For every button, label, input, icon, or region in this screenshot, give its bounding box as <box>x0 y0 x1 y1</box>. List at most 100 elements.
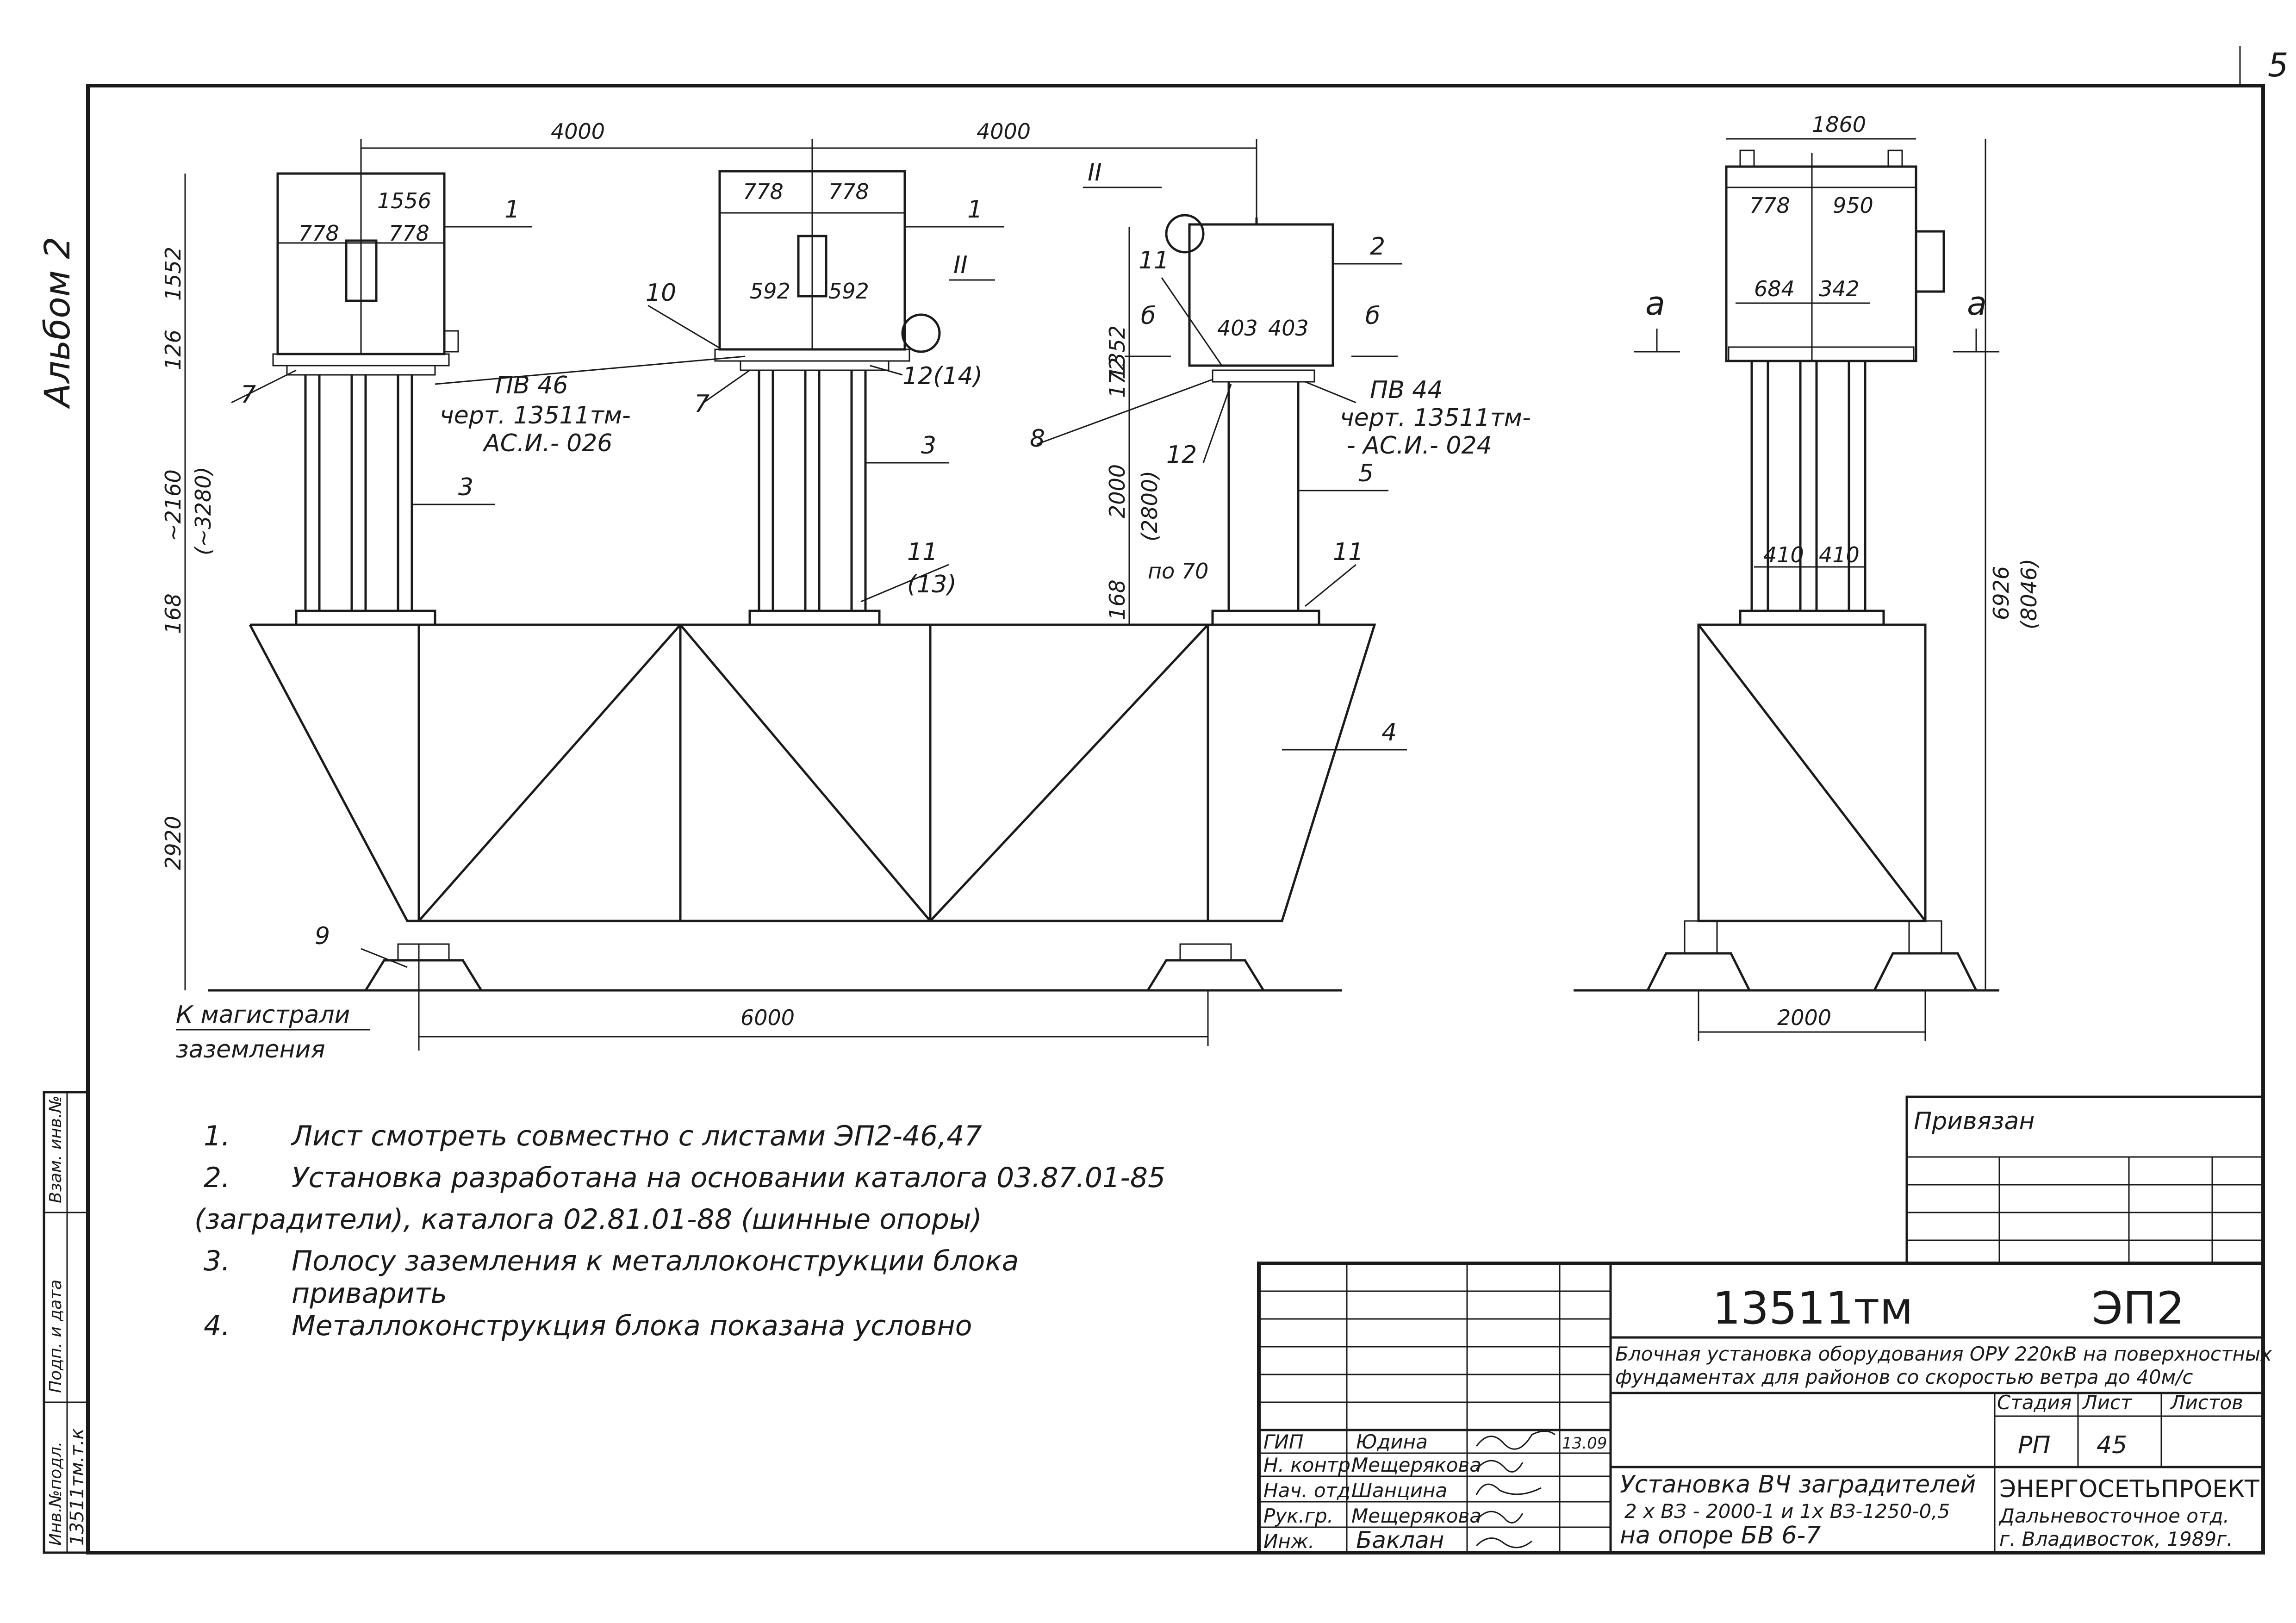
svg-text:4000: 4000 <box>551 119 605 144</box>
svg-text:Блочная установка оборудования: Блочная установка оборудования ОРУ 220кВ… <box>1615 1343 2272 1365</box>
svg-text:11: 11 <box>907 538 938 566</box>
svg-text:б: б <box>1141 302 1156 330</box>
svg-text:1.: 1. <box>204 1120 230 1152</box>
svg-text:403: 403 <box>1268 316 1309 341</box>
svg-text:черт. 13511тм-: черт. 13511тм- <box>440 402 631 429</box>
album-label: Альбом 2 <box>37 236 78 410</box>
support-truss <box>249 623 1376 922</box>
svg-text:778: 778 <box>1749 193 1790 218</box>
svg-text:а: а <box>1967 285 1987 323</box>
svg-text:6926: 6926 <box>1989 566 2014 620</box>
svg-text:1352: 1352 <box>1105 325 1130 379</box>
svg-text:10: 10 <box>646 279 676 307</box>
svg-text:342: 342 <box>1819 276 1860 301</box>
privyazan-block: Привязан <box>1905 1095 2265 1265</box>
svg-text:на опоре БВ 6-7: на опоре БВ 6-7 <box>1620 1522 1821 1549</box>
svg-text:приварить: приварить <box>292 1277 447 1310</box>
svg-text:45: 45 <box>2097 1431 2127 1459</box>
svg-text:3: 3 <box>921 432 936 460</box>
svg-text:Инв.№подл.: Инв.№подл. <box>46 1442 65 1546</box>
svg-text:1: 1 <box>967 196 983 224</box>
svg-text:Шанцина: Шанцина <box>1351 1479 1447 1502</box>
svg-text:ГИП: ГИП <box>1263 1430 1303 1453</box>
svg-text:778: 778 <box>299 221 339 246</box>
svg-text:(заградители), каталога 02.81.: (заградители), каталога 02.81.01-88 (шин… <box>194 1203 982 1236</box>
title-block: 13511тм ЭП2 Блочная установка оборудован… <box>1257 1262 2272 1555</box>
svg-text:РП: РП <box>2018 1431 2050 1459</box>
svg-text:ПВ 44: ПВ 44 <box>1370 376 1443 404</box>
svg-text:Полосу заземления к металлокон: Полосу заземления к металлоконструкции б… <box>292 1245 1019 1277</box>
svg-text:778: 778 <box>389 221 429 246</box>
svg-text:168: 168 <box>161 593 186 634</box>
svg-text:Мещерякова: Мещерякова <box>1351 1505 1481 1527</box>
svg-text:фундаментах для районов со ско: фундаментах для районов со скоростью вет… <box>1615 1366 2193 1388</box>
svg-text:- АС.И.- 024: - АС.И.- 024 <box>1347 432 1492 460</box>
svg-text:Взам. инв.№: Взам. инв.№ <box>46 1095 65 1203</box>
svg-text:592: 592 <box>828 279 869 304</box>
svg-text:Металлоконструкция блока показ: Металлоконструкция блока показана условн… <box>292 1310 972 1342</box>
svg-text:Баклан: Баклан <box>1356 1527 1444 1554</box>
svg-text:ЭП2: ЭП2 <box>2092 1282 2184 1334</box>
svg-text:172: 172 <box>1105 357 1130 398</box>
svg-text:1556: 1556 <box>377 188 431 213</box>
svg-text:4.: 4. <box>204 1310 230 1342</box>
svg-text:12(14): 12(14) <box>902 362 983 390</box>
svg-text:778: 778 <box>743 179 784 204</box>
signature-4 <box>1475 1511 1524 1524</box>
svg-text:7: 7 <box>241 381 256 409</box>
side-stamp: Взам. инв.№ Подп. и дата Инв.№подл. 1351… <box>43 1091 89 1554</box>
svg-text:Лист смотреть совместно с лист: Лист смотреть совместно с листами ЭП2-46… <box>291 1120 982 1152</box>
svg-text:II: II <box>1088 159 1102 187</box>
svg-text:Листов: Листов <box>2170 1391 2243 1414</box>
signature-5 <box>1475 1537 1532 1548</box>
svg-text:Инж.: Инж. <box>1263 1530 1314 1553</box>
front-view: 4000 4000 1552 126 ~2160 (~3280) 168 292… <box>161 119 1531 1063</box>
svg-text:2.: 2. <box>204 1162 230 1194</box>
svg-text:13.09: 13.09 <box>1562 1434 1607 1453</box>
front-callouts: 1 1 2 3 3 5 4 7 7 8 9 10 11 11 ( <box>176 159 1531 1063</box>
svg-text:Рук.гр.: Рук.гр. <box>1263 1505 1333 1527</box>
svg-text:~2160: ~2160 <box>161 469 186 541</box>
svg-text:4: 4 <box>1381 719 1397 746</box>
svg-text:ЭНЕРГОСЕТЬПРОЕКТ: ЭНЕРГОСЕТЬПРОЕКТ <box>1999 1475 2259 1503</box>
signature-2 <box>1475 1460 1524 1473</box>
svg-text:4000: 4000 <box>977 119 1031 144</box>
signature-1 <box>1475 1430 1556 1450</box>
corner-number: 5 <box>2268 46 2289 84</box>
signature-3 <box>1475 1483 1542 1495</box>
svg-text:(2800): (2800) <box>1137 471 1162 541</box>
svg-text:б: б <box>1365 302 1380 330</box>
svg-text:778: 778 <box>828 179 869 204</box>
svg-text:8: 8 <box>1030 425 1045 453</box>
svg-text:592: 592 <box>750 279 790 304</box>
wave-trap-3 <box>1165 214 1334 626</box>
svg-text:6000: 6000 <box>740 1005 795 1030</box>
svg-text:2: 2 <box>1370 233 1385 261</box>
sheet-frame <box>86 84 2265 1555</box>
svg-text:г. Владивосток, 1989г.: г. Владивосток, 1989г. <box>1999 1528 2233 1550</box>
svg-text:410: 410 <box>1763 542 1804 567</box>
wave-trap-2 <box>714 153 941 626</box>
svg-text:2000: 2000 <box>1777 1005 1831 1030</box>
svg-text:Привязан: Привязан <box>1914 1107 2035 1135</box>
svg-text:(13): (13) <box>907 571 957 598</box>
svg-text:Стадия: Стадия <box>1997 1391 2072 1414</box>
svg-text:заземления: заземления <box>176 1036 325 1063</box>
svg-text:Дальневосточное отд.: Дальневосточное отд. <box>1998 1505 2229 1527</box>
svg-text:Юдина: Юдина <box>1356 1430 1428 1453</box>
svg-text:Подп. и дата: Подп. и дата <box>46 1280 65 1393</box>
svg-text:410: 410 <box>1819 542 1860 567</box>
foundations <box>208 943 1342 992</box>
svg-text:Нач. отд.: Нач. отд. <box>1263 1479 1356 1502</box>
svg-text:11: 11 <box>1333 538 1363 566</box>
svg-text:черт. 13511тм-: черт. 13511тм- <box>1340 404 1531 432</box>
svg-text:950: 950 <box>1833 193 1873 218</box>
svg-text:(~3280): (~3280) <box>191 466 216 555</box>
svg-text:К магистрали: К магистрали <box>176 1001 350 1029</box>
svg-text:АС.И.- 026: АС.И.- 026 <box>482 429 612 457</box>
svg-text:7: 7 <box>694 390 709 418</box>
svg-text:2920: 2920 <box>161 816 186 870</box>
svg-text:по 70: по 70 <box>1148 559 1208 584</box>
svg-text:Установка разработана на основ: Установка разработана на основании катал… <box>292 1162 1165 1194</box>
